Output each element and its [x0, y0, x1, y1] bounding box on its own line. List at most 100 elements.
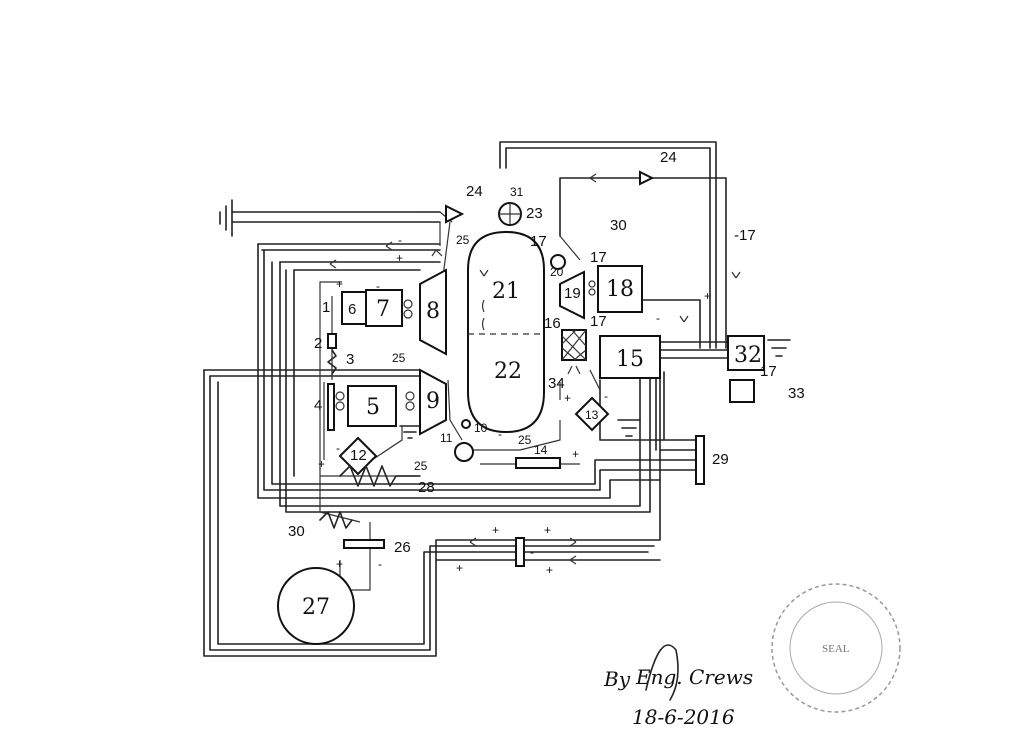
pump-20-icon [550, 254, 566, 270]
motor-27-icon [277, 567, 355, 645]
label-11: 11 [440, 431, 453, 445]
pump-24-icon [445, 204, 465, 224]
label-1: 1 [322, 299, 330, 316]
label-3: 3 [346, 351, 354, 368]
minus-mark: - [498, 427, 502, 441]
plus-mark: + [572, 447, 579, 461]
label-17d: 17 [760, 363, 777, 380]
label-13: 13 [585, 408, 599, 422]
label-25d: 25 [518, 433, 532, 447]
label-10: 10 [474, 421, 488, 435]
component-box-32 [727, 335, 765, 371]
label-27: 27 [302, 595, 330, 620]
signature-name: Eng. Crews [635, 665, 753, 689]
valve-24-icon [639, 170, 655, 186]
label-15: 15 [616, 347, 644, 372]
label-4: 4 [314, 397, 322, 414]
minus-mark: - [378, 557, 382, 571]
label-34: 34 [548, 375, 565, 392]
turbine-8-icon [419, 268, 447, 356]
plus-mark: + [336, 277, 343, 291]
label-20: 20 [550, 265, 564, 279]
pump-11-icon [454, 442, 474, 462]
label-21: 21 [492, 279, 520, 304]
component-box-cap [515, 537, 525, 567]
label-23: 23 [526, 205, 543, 222]
minus-mark: - [398, 233, 402, 247]
rectifier-13-icon [574, 396, 610, 432]
seal-text: SEAL [822, 643, 850, 655]
label-5: 5 [366, 395, 380, 420]
label-7: 7 [376, 297, 390, 322]
label-17a: 17 [530, 233, 547, 250]
label-32: 32 [734, 343, 762, 368]
signature-date: 18-6-2016 [632, 705, 735, 729]
component-box-18 [597, 265, 643, 313]
resistor-28-icon [339, 465, 421, 487]
label-18: 18 [606, 277, 634, 302]
label-25b: 25 [392, 351, 406, 365]
signature: By Eng. Crews 18-6-2016 [603, 644, 753, 729]
ground-icon [617, 419, 641, 437]
plus-mark: + [318, 457, 325, 471]
plus-mark: + [492, 523, 499, 537]
label-16: 16 [544, 315, 561, 332]
label-12: 12 [350, 447, 367, 464]
polarity-marks: + - - + + - + - + + - + + - + - + + - [318, 233, 711, 577]
resistor-3-icon [327, 349, 337, 375]
plus-mark: + [564, 391, 571, 405]
ground-icon [767, 339, 791, 357]
component-labels: 1 2 3 4 5 6 7 8 9 10 11 12 13 14 15 16 1… [288, 149, 805, 620]
label-14: 14 [534, 443, 548, 457]
seal-stamp: SEAL [771, 583, 901, 713]
plus-mark: + [396, 251, 403, 265]
label-17b: 17 [590, 249, 607, 266]
label-30a: 30 [288, 523, 305, 540]
minus-mark: - [656, 311, 660, 325]
label-25a: 25 [456, 233, 470, 247]
component-box-14 [515, 457, 561, 469]
label-19: 19 [564, 285, 581, 302]
label-6: 6 [348, 301, 356, 318]
label-22: 22 [494, 359, 522, 384]
flow-arrows [329, 173, 741, 565]
label-30b: 30 [610, 217, 627, 234]
label-28: 28 [418, 479, 435, 496]
label-17c: 17 [590, 313, 607, 330]
label-29: 29 [712, 451, 729, 468]
component-box-5 [347, 385, 397, 427]
minus-mark: - [336, 441, 340, 455]
label-2: 2 [314, 335, 322, 352]
plus-mark: + [704, 289, 711, 303]
minus-mark: - [530, 545, 534, 559]
plus-mark: + [456, 561, 463, 575]
minus-mark: - [604, 389, 608, 403]
turbine-9-icon [419, 368, 447, 436]
coupling-icon [335, 280, 596, 411]
component-box-26 [343, 539, 385, 549]
component-box-2 [327, 333, 337, 349]
ground-icon [399, 425, 421, 439]
minus-mark: - [376, 279, 380, 293]
meter-cross-icon [499, 203, 521, 225]
label-24b: 24 [660, 149, 677, 166]
component-box-33 [729, 379, 755, 403]
component-box-29 [695, 435, 705, 485]
component-box-15 [599, 335, 661, 379]
filter-16-icon [561, 329, 587, 361]
component-box-4 [327, 383, 335, 431]
rectifier-12-icon [338, 436, 378, 476]
label-8: 8 [426, 299, 440, 324]
signature-by: By [603, 667, 631, 691]
plus-mark: + [336, 557, 343, 571]
label-33: 33 [788, 385, 805, 402]
plus-mark: + [544, 523, 551, 537]
bus-wires [203, 141, 729, 657]
resistor-30-icon [319, 511, 353, 529]
plus-mark: + [546, 563, 553, 577]
vessel-tank [467, 230, 545, 434]
turbine-19-icon [559, 270, 585, 320]
label-25c: 25 [414, 459, 428, 473]
component-box-7 [365, 289, 403, 327]
